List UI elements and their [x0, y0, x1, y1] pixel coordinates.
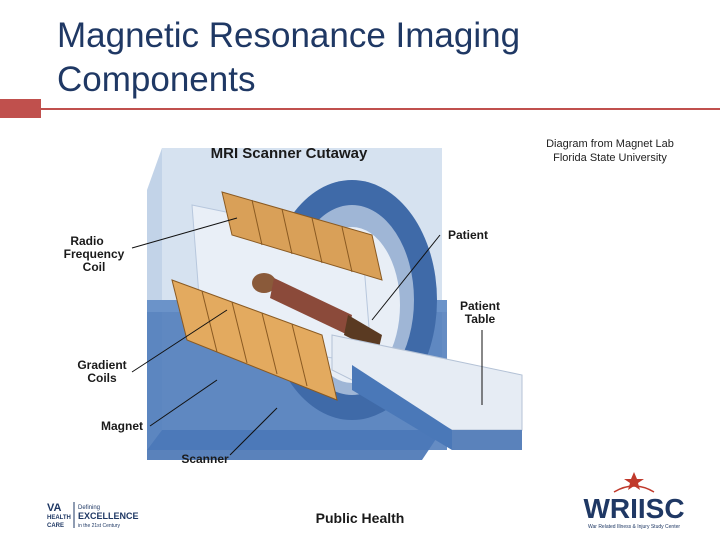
- label-rf-coil-1: Radio: [70, 234, 103, 248]
- wriisc-logo-text: WRIISC: [583, 493, 684, 524]
- va-logo-century: in the 21st Century: [78, 523, 120, 529]
- credit-line-2: Florida State University: [553, 152, 667, 164]
- va-logo-excellence: EXCELLENCE: [78, 511, 139, 521]
- label-patient-table-2: Table: [465, 312, 496, 326]
- wriisc-logo: WRIISC War Related Illness & Injury Stud…: [583, 472, 685, 530]
- mri-cutaway-diagram: MRI Scanner Cutaway Radio Frequency Coil…: [64, 145, 523, 466]
- diagram-heading: MRI Scanner Cutaway: [211, 145, 368, 162]
- slide-title: Magnetic Resonance Imaging Components: [57, 14, 657, 102]
- va-logo-care: CARE: [47, 523, 64, 529]
- credit-line-1: Diagram from Magnet Lab: [546, 138, 674, 150]
- label-gradient-1: Gradient: [77, 358, 126, 372]
- footer-public-health: Public Health: [315, 510, 405, 526]
- leader-lines: [131, 217, 483, 456]
- va-logo-va: VA: [47, 502, 62, 514]
- label-gradient-2: Coils: [87, 371, 117, 385]
- label-rf-coil-2: Frequency: [64, 247, 125, 261]
- va-health-care-logo: VA HEALTH CARE Defining EXCELLENCE in th…: [47, 502, 139, 529]
- image-credit: Diagram from Magnet Lab Florida State Un…: [530, 137, 690, 165]
- label-patient: Patient: [448, 228, 488, 242]
- title-divider: [41, 108, 720, 110]
- va-logo-defining: Defining: [78, 505, 100, 511]
- slide-title-line-2: Components: [57, 60, 256, 99]
- label-magnet: Magnet: [101, 419, 143, 433]
- va-logo-health: HEALTH: [47, 515, 71, 521]
- label-rf-coil-3: Coil: [83, 260, 106, 274]
- slide-title-line-1: Magnetic Resonance Imaging: [57, 16, 521, 55]
- label-patient-table-1: Patient: [460, 299, 500, 313]
- scanner-illustration: [147, 148, 523, 460]
- star-icon: [624, 472, 644, 490]
- label-scanner: Scanner: [181, 452, 229, 466]
- wriisc-logo-subtext: War Related Illness & Injury Study Cente…: [588, 524, 680, 530]
- title-accent-bar: [0, 99, 41, 118]
